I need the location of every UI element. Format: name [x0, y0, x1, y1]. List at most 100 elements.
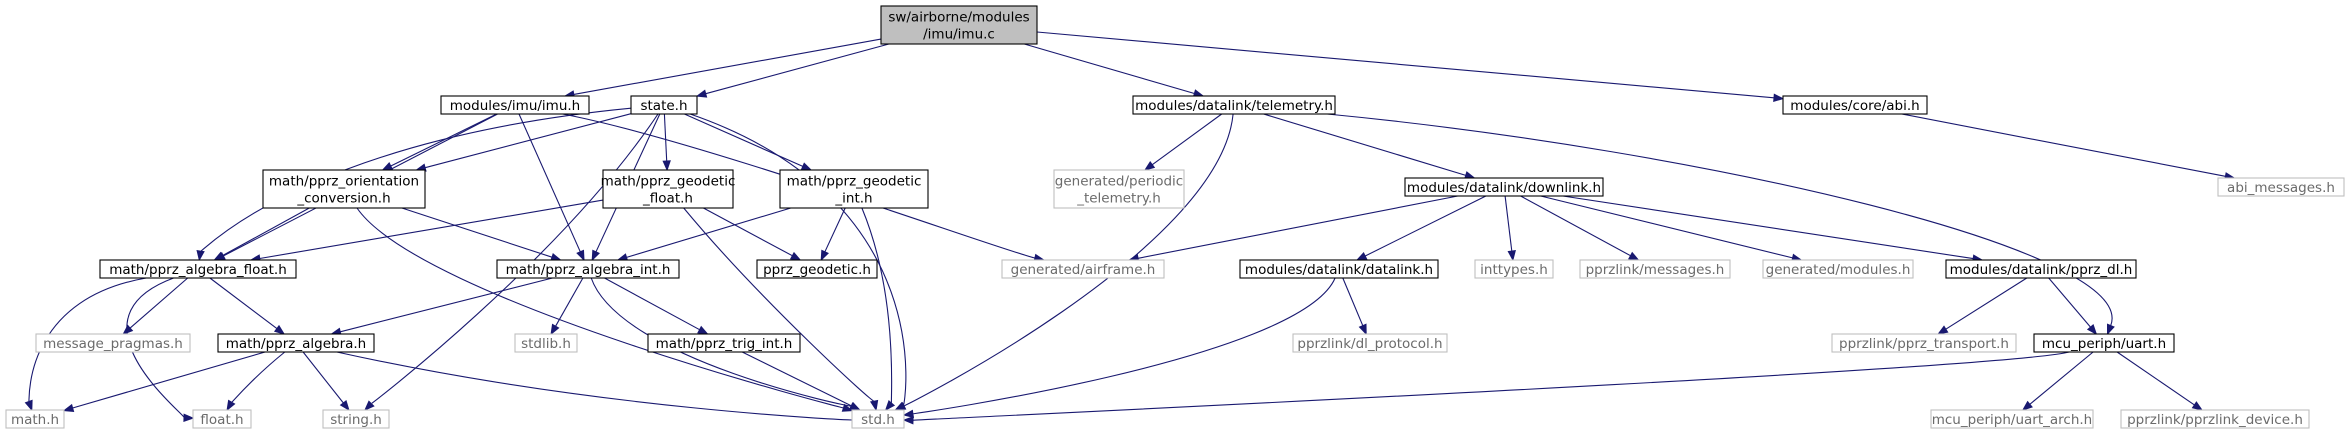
node-label: generated/airframe.h: [1011, 262, 1156, 278]
node-box: [602, 169, 734, 209]
node-uart-h[interactable]: mcu_periph/uart.h: [2033, 333, 2175, 353]
node-label: math/pprz_geodetic: [787, 174, 922, 190]
edge-algebra_float_h-to-algebra_h: [209, 277, 278, 330]
node-abi-h[interactable]: modules/core/abi.h: [1782, 95, 1928, 115]
node-pprz-geodetic-h[interactable]: pprz_geodetic.h: [756, 259, 878, 279]
arrowhead-algebra_int_h-to-trig_int_h: [697, 325, 709, 335]
node-label: pprzlink/pprzlink_device.h: [2127, 412, 2303, 428]
node-box: [514, 333, 578, 353]
arrowhead-downlink_h-to-datalink_h: [1355, 252, 1368, 261]
node-telemetry-h[interactable]: modules/datalink/telemetry.h: [1132, 95, 1336, 115]
node-label: _int.h: [834, 191, 872, 207]
node-label: math/pprz_algebra_int.h: [506, 262, 671, 278]
edge-state_h-to-orient_conv_h: [424, 113, 632, 169]
node-algebra-float-h[interactable]: math/pprz_algebra_float.h: [99, 259, 297, 279]
node-geodetic-int-h[interactable]: math/pprz_geodetic_int.h: [779, 169, 929, 209]
node-label: std.h: [861, 412, 895, 428]
node-math-h: math.h: [5, 409, 65, 429]
node-root[interactable]: sw/airborne/modules/imu/imu.c: [880, 5, 1038, 45]
node-box: [1239, 259, 1439, 279]
arrowhead-geodetic_int_h-to-std_h: [884, 400, 896, 412]
node-downlink-h[interactable]: modules/datalink/downlink.h: [1404, 177, 1604, 197]
edge-algebra_h-to-string_h: [302, 351, 344, 404]
edge-uart_h-to-std_h: [912, 351, 2070, 421]
edge-algebra_float_h-to-float_h: [126, 277, 185, 419]
node-pprzlink-messages-h: pprzlink/messages.h: [1579, 259, 1731, 279]
arrowhead-telemetry_h-to-uart_h: [2107, 323, 2115, 336]
edge-algebra_float_h-to-message_pragmas_h: [129, 277, 189, 329]
node-box: [630, 95, 698, 115]
node-box: [35, 333, 191, 353]
arrowhead-trig_int_h-to-std_h: [849, 402, 862, 411]
node-trig-int-h[interactable]: math/pprz_trig_int.h: [647, 333, 801, 353]
arrowhead-state_h-to-geodetic_int_h: [800, 162, 813, 171]
arrowhead-algebra_float_h-to-math_h: [24, 399, 33, 412]
node-label: generated/periodic: [1055, 174, 1183, 190]
edge-telemetry_h-to-uart_h: [1327, 113, 2113, 326]
edge-imu_h-to-algebra_int_h: [518, 113, 581, 253]
node-label: modules/datalink/downlink.h: [1407, 180, 1601, 196]
arrowhead-pprz_dl_h-to-uart_h: [2086, 324, 2098, 336]
node-box: [496, 259, 680, 279]
edge-orient_conv_h-to-std_h: [356, 207, 844, 409]
node-box: [99, 259, 297, 279]
node-box: [2120, 409, 2310, 429]
node-label: modules/datalink/telemetry.h: [1135, 98, 1333, 114]
edge-datalink_h-to-dl_protocol_h: [1342, 277, 1364, 326]
edge-algebra_h-to-std_h: [336, 351, 853, 421]
edge-geodetic_float_h-to-std_h: [683, 207, 875, 402]
node-label: math/pprz_trig_int.h: [656, 336, 793, 352]
arrowhead-root-to-abi_h: [1773, 93, 1785, 102]
node-label: math.h: [11, 412, 59, 428]
node-pprz-dl-h[interactable]: modules/datalink/pprz_dl.h: [1945, 259, 2137, 279]
node-algebra-int-h[interactable]: math/pprz_algebra_int.h: [496, 259, 680, 279]
node-label: string.h: [330, 412, 382, 428]
node-label: abi_messages.h: [2227, 180, 2335, 196]
node-geodetic-float-h[interactable]: math/pprz_geodetic_float.h: [601, 169, 736, 209]
node-state-h[interactable]: state.h: [630, 95, 698, 115]
node-label: modules/imu/imu.h: [450, 98, 581, 114]
node-label: mcu_periph/uart.h: [2042, 336, 2166, 352]
edge-downlink_h-to-pprzlink_messages_h: [1520, 195, 1631, 257]
edge-telemetry_h-to-downlink_h: [1263, 113, 1466, 176]
edge-imu_h-to-orient_conv_h: [390, 113, 497, 167]
edge-root-to-imu_h: [573, 38, 882, 95]
node-orient-conv-h[interactable]: math/pprz_orientation_conversion.h: [262, 169, 426, 209]
node-label: message_pragmas.h: [43, 336, 183, 352]
edge-trig_int_h-to-std_h: [741, 351, 852, 407]
node-string-h: string.h: [322, 409, 390, 429]
node-label: modules/datalink/pprz_dl.h: [1950, 262, 2133, 278]
node-box: [322, 409, 390, 429]
node-datalink-h[interactable]: modules/datalink/datalink.h: [1239, 259, 1439, 279]
node-algebra-h[interactable]: math/pprz_algebra.h: [217, 333, 375, 353]
node-label: _conversion.h: [296, 191, 390, 207]
arrowhead-algebra_float_h-to-algebra_h: [273, 324, 286, 335]
node-pprzlink-device-h: pprzlink/pprzlink_device.h: [2120, 409, 2310, 429]
arrowhead-geodetic_float_h-to-pprz_geodetic_h: [789, 251, 802, 261]
edge-telemetry_h-to-periodic_telemetry_h: [1151, 113, 1223, 166]
edge-algebra_int_h-to-trig_int_h: [604, 277, 700, 331]
arrowhead-algebra_float_h-to-message_pragmas_h: [122, 324, 134, 335]
node-box: [1001, 259, 1165, 279]
node-label: inttypes.h: [1480, 262, 1548, 278]
node-uart-arch-h: mcu_periph/uart_arch.h: [1930, 409, 2094, 429]
node-box: [262, 169, 426, 209]
node-label: pprzlink/pprz_transport.h: [1839, 336, 2009, 352]
node-label: pprz_geodetic.h: [763, 262, 871, 278]
edge-algebra_int_h-to-std_h: [590, 277, 852, 407]
edge-pprz_dl_h-to-pprz_transport_h: [1945, 277, 2028, 330]
node-label: math/pprz_geodetic: [601, 174, 736, 190]
arrowhead-algebra_float_h-to-float_h: [183, 413, 195, 423]
nodes-layer: sw/airborne/modules/imu/imu.c modules/imu…: [5, 5, 2345, 429]
arrowhead-downlink_h-to-pprzlink_messages_h: [1628, 251, 1640, 261]
node-imu-h[interactable]: modules/imu/imu.h: [440, 95, 590, 115]
node-box: [1782, 95, 1928, 115]
arrowhead-imu_h-to-algebra_int_h: [576, 249, 585, 262]
arrowhead-algebra_h-to-math_h: [62, 403, 75, 412]
node-label: generated/modules.h: [1766, 262, 1911, 278]
node-label: pprzlink/dl_protocol.h: [1297, 336, 1442, 352]
arrowhead-downlink_h-to-inttypes_h: [1507, 250, 1516, 262]
node-abi-messages-h: abi_messages.h: [2217, 177, 2345, 197]
edge-state_h-to-geodetic_int_h: [684, 113, 804, 167]
